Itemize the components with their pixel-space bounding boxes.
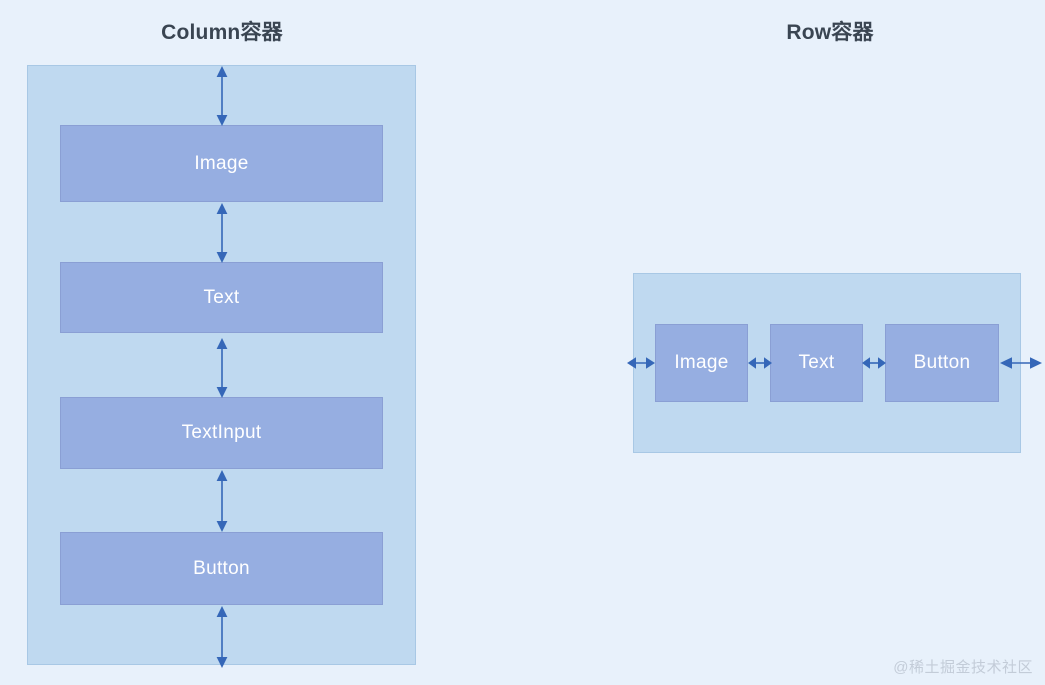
row-widget-text: Text <box>770 324 863 402</box>
double-arrow-vertical-icon <box>213 470 231 532</box>
page-title-row: Row容器 <box>786 21 874 44</box>
double-arrow-horizontal-icon <box>862 354 886 372</box>
double-arrow-vertical-icon <box>213 606 231 668</box>
column-widget-textinput: TextInput <box>60 397 383 469</box>
double-arrow-horizontal-icon <box>748 354 772 372</box>
page-title-column: Column容器 <box>161 21 283 44</box>
double-arrow-vertical-icon <box>213 203 231 263</box>
double-arrow-vertical-icon <box>213 66 231 126</box>
column-widget-image: Image <box>60 125 383 202</box>
double-arrow-vertical-icon <box>213 338 231 398</box>
column-widget-button: Button <box>60 532 383 605</box>
double-arrow-horizontal-icon <box>627 354 655 372</box>
row-widget-button: Button <box>885 324 999 402</box>
column-widget-text: Text <box>60 262 383 333</box>
row-widget-image: Image <box>655 324 748 402</box>
double-arrow-horizontal-icon <box>1000 354 1042 372</box>
watermark: @稀土掘金技术社区 <box>893 659 1033 676</box>
